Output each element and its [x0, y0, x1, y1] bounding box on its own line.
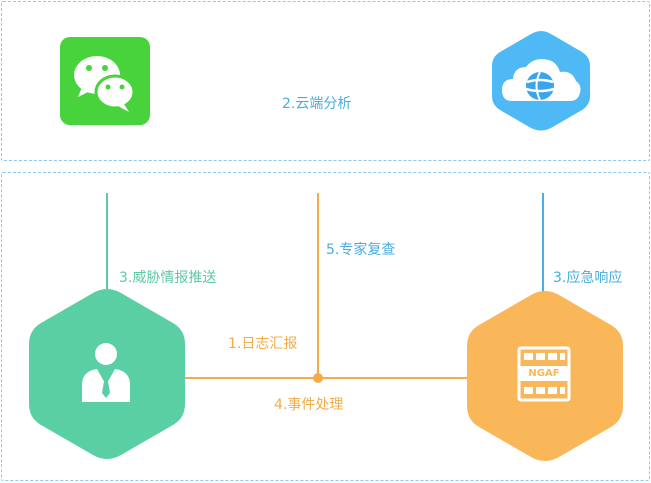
incident-label: 4.事件处理 [274, 397, 344, 413]
person-icon [27, 287, 187, 461]
ngaf-label: NGAF [528, 368, 560, 379]
wechat-icon [60, 37, 150, 125]
bottom-panel [1, 172, 650, 481]
log-report-label: 1.日志汇报 [228, 336, 298, 352]
junction-dot [313, 373, 323, 383]
emergency-line [542, 193, 544, 293]
cloud-globe-icon [490, 29, 592, 133]
cloud-analysis-label: 2.云端分析 [282, 96, 352, 112]
ngaf-device-icon: NGAF [465, 289, 625, 463]
incident-line [180, 377, 474, 379]
expert-review-label: 5.专家复查 [326, 242, 396, 258]
top-panel [1, 1, 650, 161]
expert-review-line [317, 193, 319, 378]
threat-intel-label: 3.威胁情报推送 [119, 270, 217, 286]
threat-intel-line [106, 193, 108, 293]
emergency-label: 3.应急响应 [553, 270, 623, 286]
